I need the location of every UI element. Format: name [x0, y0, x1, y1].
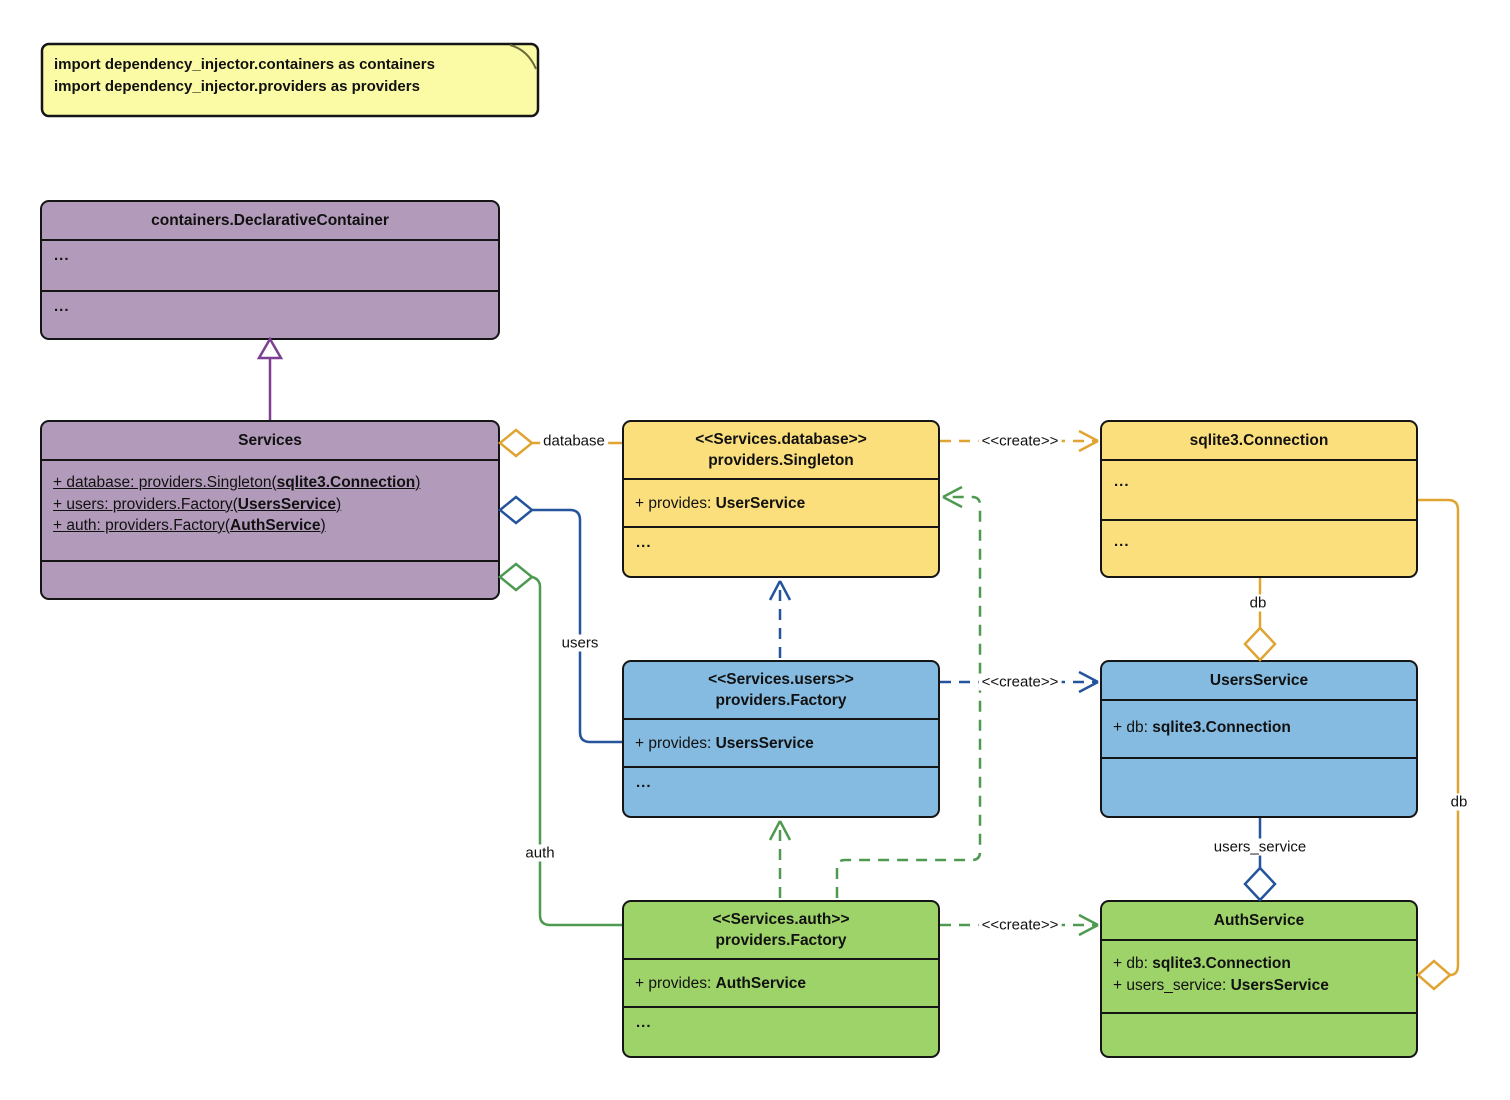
class-title: <<Services.auth>> providers.Factory	[624, 902, 938, 958]
attr-provides: + provides: AuthService	[635, 975, 807, 992]
class-methods-section: ...	[624, 1006, 938, 1056]
class-sqlite3-connection: sqlite3.Connection ... ...	[1100, 420, 1418, 578]
class-declarative-container: containers.DeclarativeContainer ... ...	[40, 200, 500, 340]
class-attributes-section: ...	[42, 239, 498, 290]
ellipsis-row: ...	[636, 534, 652, 551]
note-line-1: import dependency_injector.containers as…	[54, 56, 435, 73]
class-attributes-section: + provides: UsersService	[624, 718, 938, 766]
class-services: Services + database: providers.Singleton…	[40, 420, 500, 600]
open-arrowhead-icon	[1078, 670, 1099, 694]
class-database-provider: <<Services.database>> providers.Singleto…	[622, 420, 940, 578]
class-title: sqlite3.Connection	[1189, 432, 1329, 449]
attr-db: + db: sqlite3.Connection	[1113, 955, 1291, 972]
ellipsis-row: ...	[54, 298, 70, 315]
attr-provides: + provides: UserService	[635, 495, 806, 512]
class-auth-provider: <<Services.auth>> providers.Factory + pr…	[622, 900, 940, 1058]
class-title: <<Services.users>> providers.Factory	[624, 662, 938, 718]
aggregation-diamond-icon	[1243, 626, 1277, 662]
edge-label-auth: auth	[522, 844, 558, 862]
class-methods-section	[42, 560, 498, 598]
ellipsis-row: ...	[636, 774, 652, 791]
class-title: containers.DeclarativeContainer	[151, 212, 389, 229]
attr-users-service: + users_service: UsersService	[1113, 976, 1329, 994]
attr-provides: + provides: UsersService	[635, 735, 814, 752]
class-methods-section	[1102, 1012, 1416, 1056]
edge-label-database: database	[540, 432, 608, 450]
edge-label-db-right: db	[1447, 793, 1471, 811]
ellipsis-row: ...	[1114, 533, 1130, 550]
aggregation-diamond-icon	[498, 495, 534, 525]
aggregation-users-service-edge	[1243, 818, 1277, 902]
aggregation-diamond-icon	[1416, 959, 1452, 991]
aggregation-db-right-edge	[1416, 498, 1460, 991]
aggregation-db-edge	[1243, 578, 1277, 662]
stereotype: <<Services.auth>>	[712, 911, 850, 928]
class-auth-service: AuthService + db: sqlite3.Connection + u…	[1100, 900, 1418, 1058]
class-attributes-section: ...	[1102, 459, 1416, 519]
ellipsis-row: ...	[54, 247, 70, 264]
class-attributes-section: + provides: AuthService	[624, 958, 938, 1006]
edge-label-db: db	[1246, 594, 1270, 612]
note-fold-icon	[509, 44, 537, 70]
aggregation-auth-edge	[498, 562, 622, 927]
class-title: UsersService	[1209, 672, 1309, 689]
aggregation-diamond-icon	[498, 428, 534, 458]
dependency-users-to-singleton-edge	[768, 580, 792, 658]
aggregation-diamond-icon	[498, 562, 534, 592]
class-attributes-section: + provides: UserService	[624, 478, 938, 526]
class-attributes-section: + db: sqlite3.Connection + users_service…	[1102, 939, 1416, 1012]
stereotype: <<Services.users>>	[708, 671, 854, 688]
note-text: import dependency_injector.containers as…	[54, 54, 526, 98]
class-title: Services	[238, 432, 302, 449]
class-users-provider: <<Services.users>> providers.Factory + p…	[622, 660, 940, 818]
class-attributes-section: + db: sqlite3.Connection	[1102, 699, 1416, 757]
open-arrowhead-icon	[768, 580, 792, 601]
note-shape	[40, 42, 540, 118]
edge-label-users: users	[558, 634, 602, 652]
generalization-arrow	[256, 336, 284, 420]
provider-name: providers.Factory	[715, 692, 847, 709]
ellipsis-row: ...	[636, 1014, 652, 1031]
open-arrowhead-icon	[1078, 429, 1099, 453]
aggregation-users-edge	[498, 495, 622, 744]
import-note: import dependency_injector.containers as…	[40, 42, 540, 118]
provider-name: providers.Singleton	[708, 452, 854, 469]
note-line-2: import dependency_injector.providers as …	[54, 78, 420, 95]
edge-label-create-database: <<create>>	[978, 432, 1062, 450]
open-arrowhead-icon	[768, 820, 792, 841]
edge-label-users-service: users_service	[1210, 838, 1310, 856]
edge-label-create-users: <<create>>	[978, 673, 1062, 691]
provider-name: providers.Factory	[715, 932, 847, 949]
ellipsis-row: ...	[1114, 473, 1130, 490]
aggregation-diamond-icon	[1243, 866, 1277, 902]
open-arrowhead-icon	[1078, 913, 1099, 937]
attr-auth: + auth: providers.Factory(AuthService)	[53, 517, 326, 534]
attr-db: + db: sqlite3.Connection	[1113, 719, 1291, 736]
class-methods-section: ...	[624, 766, 938, 816]
edge-label-create-auth: <<create>>	[978, 916, 1062, 934]
attr-database: + database: providers.Singleton(sqlite3.…	[53, 474, 421, 491]
class-methods-section: ...	[1102, 519, 1416, 576]
class-methods-section	[1102, 757, 1416, 816]
attr-users: + users: providers.Factory(UsersService)	[53, 495, 342, 513]
class-title: AuthService	[1213, 912, 1305, 929]
dependency-auth-to-users-edge	[768, 820, 792, 898]
open-arrowhead-icon	[942, 485, 963, 509]
class-attributes-section: + database: providers.Singleton(sqlite3.…	[42, 459, 498, 560]
stereotype: <<Services.database>>	[695, 431, 867, 448]
class-methods-section: ...	[624, 526, 938, 576]
class-title: <<Services.database>> providers.Singleto…	[624, 422, 938, 478]
class-methods-section: ...	[42, 290, 498, 338]
class-users-service: UsersService + db: sqlite3.Connection	[1100, 660, 1418, 818]
